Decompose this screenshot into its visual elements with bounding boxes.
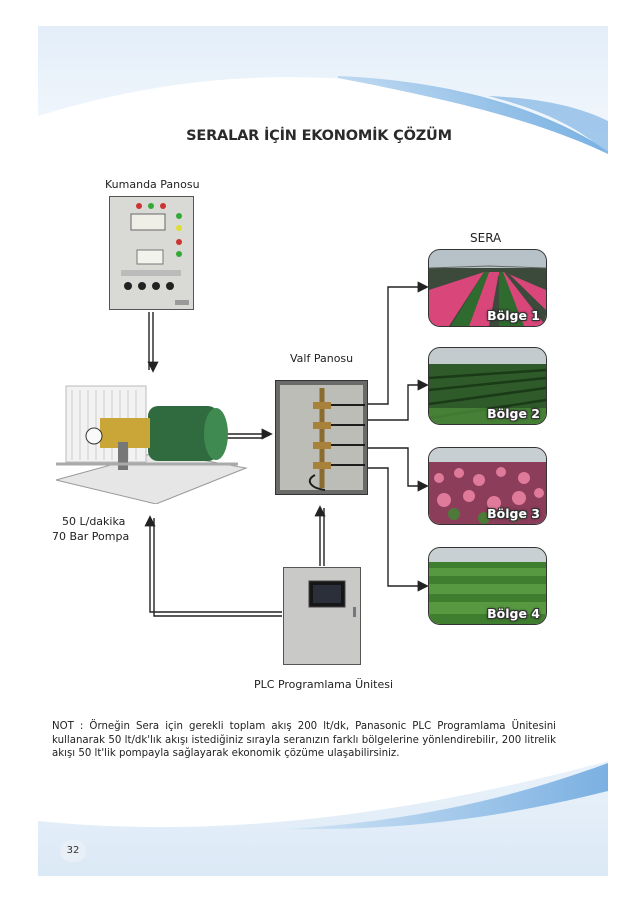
bottom-wave-decoration xyxy=(38,761,608,876)
top-wave-decoration xyxy=(38,26,608,154)
page-number: 32 xyxy=(60,840,86,862)
zone-4-label: Bölge 4 xyxy=(487,606,540,621)
greenhouse-label: SERA xyxy=(470,231,502,245)
arrow-valve-to-zone-2 xyxy=(368,379,429,421)
pump-image xyxy=(55,385,248,504)
arrow-plc-to-pump xyxy=(144,515,282,613)
pump-pressure-label: 70 Bar Pompa xyxy=(52,530,130,543)
arrow-valve-to-zone-4 xyxy=(368,467,429,592)
plc-label: PLC Programlama Ünitesi xyxy=(254,678,394,691)
page-title: SERALAR İÇİN EKONOMİK ÇÖZÜM xyxy=(186,128,452,144)
zone-1-photo: Bölge 1 xyxy=(428,249,547,327)
arrow-valve-to-zone-1 xyxy=(368,281,429,405)
pump-flow-label: 50 L/dakika xyxy=(62,515,126,528)
zone-1-label: Bölge 1 xyxy=(487,308,540,323)
zone-2-label: Bölge 2 xyxy=(487,406,540,421)
zone-3-label: Bölge 3 xyxy=(487,506,540,521)
zone-4-photo: Bölge 4 xyxy=(428,547,547,625)
control-panel-image xyxy=(109,196,194,310)
arrow-valve-to-zone-3 xyxy=(368,447,429,492)
zone-2-photo: Bölge 2 xyxy=(428,347,547,425)
valve-panel-image xyxy=(275,380,368,495)
control-panel-label: Kumanda Panosu xyxy=(105,178,200,191)
zone-3-photo: Bölge 3 xyxy=(428,447,547,525)
valve-panel-label: Valf Panosu xyxy=(290,352,354,365)
plc-image xyxy=(283,567,361,665)
note-text: NOT : Örneğin Sera için gerekli toplam a… xyxy=(52,721,556,760)
